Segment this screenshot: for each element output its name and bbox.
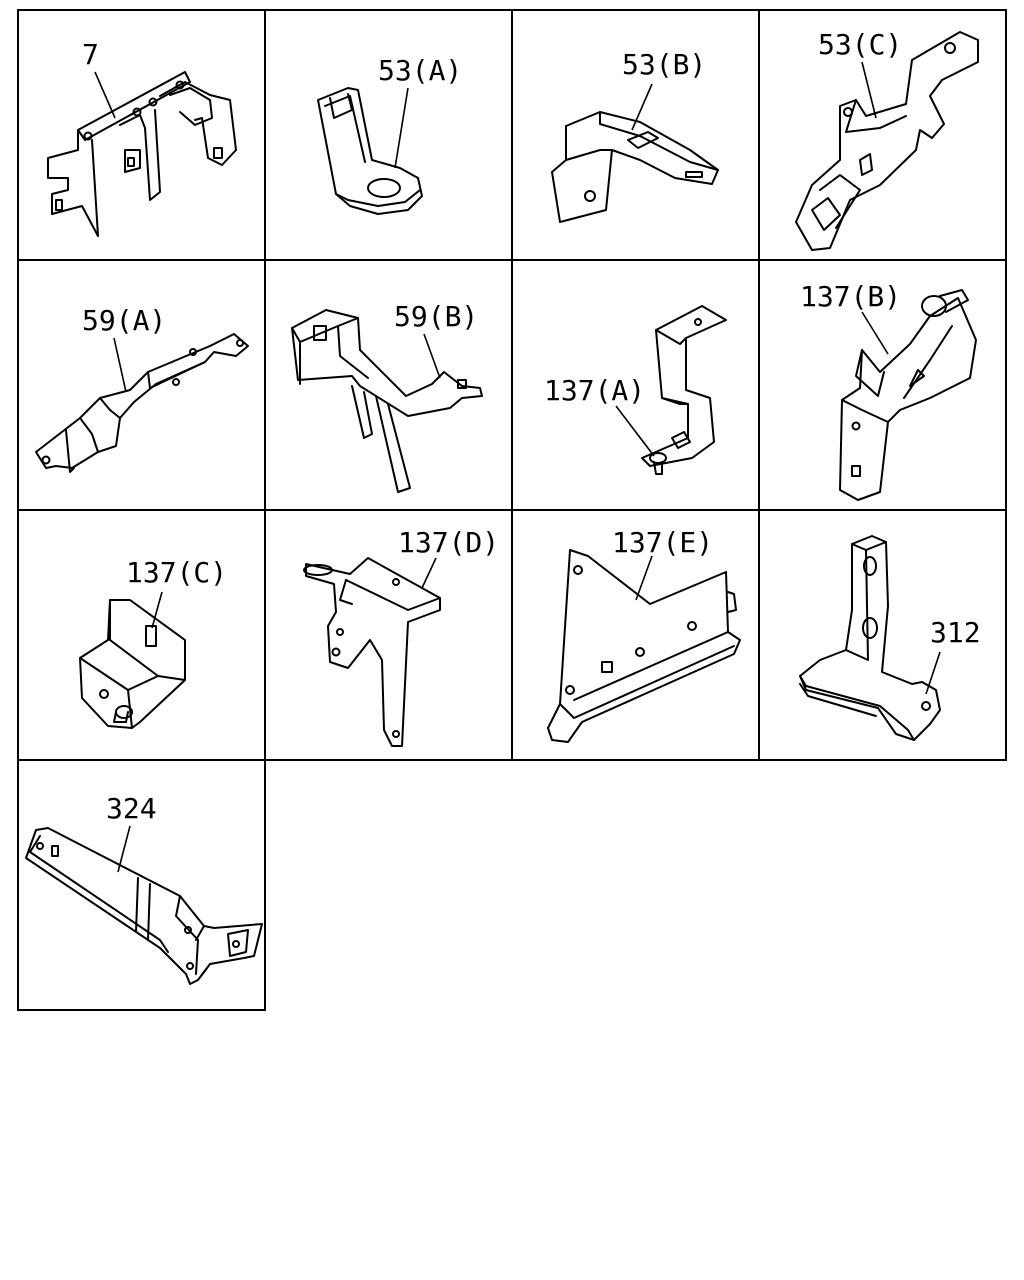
leader-137b <box>861 311 889 355</box>
part-53b[interactable]: 53(B) <box>551 48 719 223</box>
leader-7 <box>94 71 116 119</box>
callout-137c: 137(C) <box>126 556 227 589</box>
bracket-53b-drawing <box>551 111 719 223</box>
part-312[interactable]: 312 <box>799 535 981 741</box>
bracket-59b-drawing <box>291 309 483 493</box>
leader-312 <box>925 651 941 695</box>
callout-59b: 59(B) <box>394 300 478 333</box>
part-137d[interactable]: 137(D) <box>303 526 499 747</box>
callout-137b: 137(B) <box>800 280 901 313</box>
bracket-137b-drawing <box>839 289 977 501</box>
leader-137a <box>615 405 655 457</box>
part-7[interactable]: 7 <box>47 38 237 237</box>
bracket-324-drawing <box>25 827 263 985</box>
part-53a[interactable]: 53(A) <box>317 54 462 215</box>
bracket-59a-drawing <box>35 333 249 473</box>
part-137c[interactable]: 137(C) <box>79 556 227 729</box>
callout-324: 324 <box>106 792 157 825</box>
callout-137a: 137(A) <box>544 374 645 407</box>
bracket-137d-drawing <box>303 557 441 747</box>
callout-312: 312 <box>930 616 981 649</box>
callout-137e: 137(E) <box>612 526 713 559</box>
leader-59a <box>113 337 127 393</box>
part-324[interactable]: 324 <box>25 792 263 985</box>
callout-53a: 53(A) <box>378 54 462 87</box>
part-137e[interactable]: 137(E) <box>547 526 741 743</box>
leader-53c <box>861 61 877 119</box>
bracket-53c-drawing <box>795 31 979 251</box>
callout-59a: 59(A) <box>82 304 166 337</box>
bracket-7-drawing <box>47 71 237 237</box>
leader-324 <box>117 825 131 873</box>
callout-137d: 137(D) <box>398 526 499 559</box>
leader-137d <box>421 557 437 589</box>
leader-59b <box>423 333 441 379</box>
bracket-137c-drawing <box>79 599 186 729</box>
callout-53b: 53(B) <box>622 48 706 81</box>
part-59a[interactable]: 59(A) <box>35 304 249 473</box>
part-137b[interactable]: 137(B) <box>800 280 977 501</box>
callout-7: 7 <box>82 38 99 71</box>
leader-137e <box>635 555 653 601</box>
callout-53c: 53(C) <box>818 28 902 61</box>
leader-53b <box>631 83 653 131</box>
grid-frame <box>17 9 1007 1011</box>
bracket-53a-drawing <box>317 87 423 215</box>
leader-137c <box>151 591 163 629</box>
bracket-312-drawing <box>799 535 941 741</box>
part-59b[interactable]: 59(B) <box>291 300 483 493</box>
part-137a[interactable]: 137(A) <box>544 305 727 475</box>
bracket-137a-drawing <box>641 305 727 475</box>
leader-53a <box>394 87 409 169</box>
part-53c[interactable]: 53(C) <box>795 28 979 251</box>
bracket-137e-drawing <box>547 549 741 743</box>
